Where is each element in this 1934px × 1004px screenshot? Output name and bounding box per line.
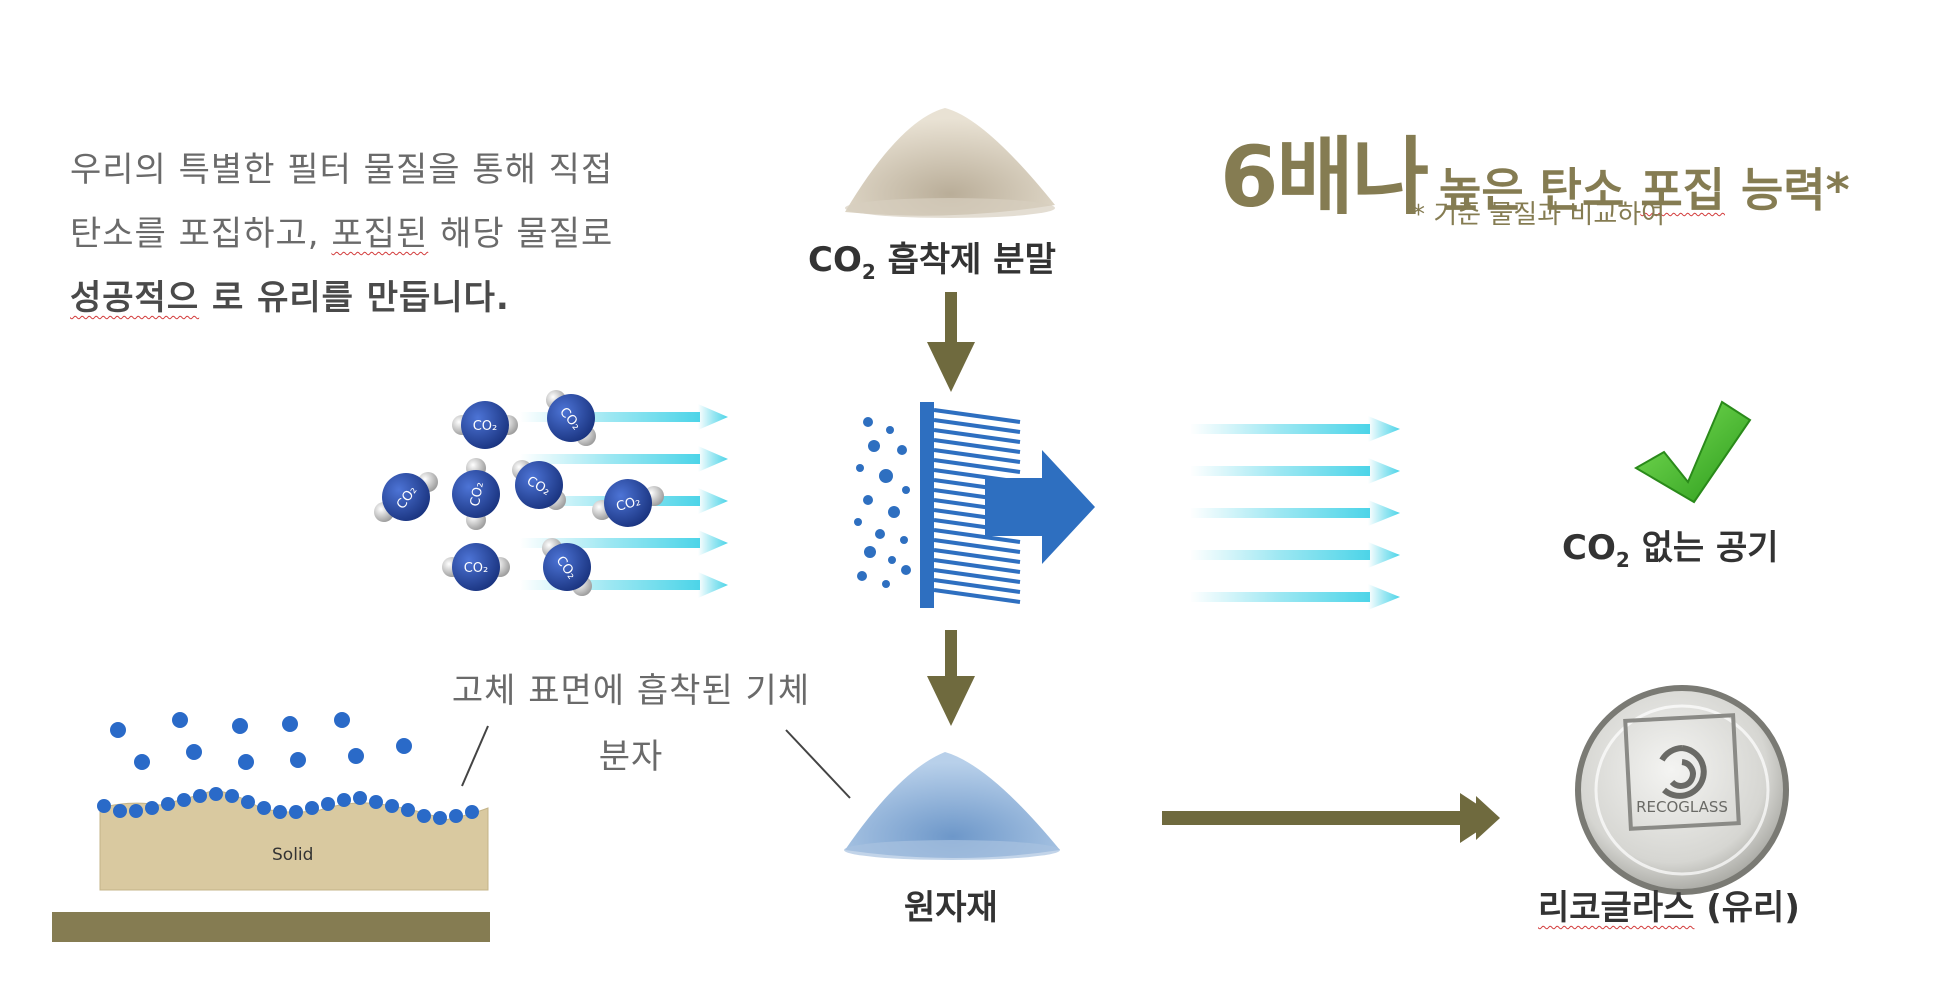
co2-molecule-icon: CO₂	[452, 458, 500, 530]
intro-text: 우리의 특별한 필터 물질을 통해 직접 탄소를 포집하고, 포집된 해당 물질…	[70, 138, 790, 330]
intro-line-3b: 로 유리를 만듭니다.	[199, 278, 510, 318]
checkmark-icon	[1634, 400, 1752, 504]
intro-line-2b: 포집된	[331, 214, 429, 254]
co2-molecule-icon: CO₂	[512, 460, 566, 510]
filter-icon	[854, 402, 1095, 608]
adsorption-line-1: 고체 표면에 흡착된 기체	[451, 671, 811, 711]
arrow-right-glass-icon	[1162, 793, 1500, 843]
air-stream-right-icon	[1190, 416, 1400, 610]
co2-molecule-icon: CO₂	[546, 390, 596, 446]
adsorption-illustration	[52, 712, 490, 942]
co2-molecule-label: CO₂	[468, 481, 487, 508]
headline-rest-a: 높은 탄소	[1439, 163, 1641, 217]
adsorption-caption: 고체 표면에 흡착된 기체 분자	[426, 658, 836, 790]
sorbent-sub: 2	[861, 259, 876, 284]
co2-molecule-icon: CO₂	[542, 538, 592, 596]
co2-molecules-icon: CO₂ CO₂ CO₂ CO₂ CO₂ CO₂ CO₂ CO₂	[374, 390, 664, 596]
co2-molecule-label: CO₂	[473, 419, 498, 434]
arrow-down-bottom-icon	[927, 630, 975, 726]
co2-molecule-label: CO₂	[464, 561, 489, 576]
co2-molecule-icon: CO₂	[442, 543, 510, 591]
co2-molecule-icon: CO₂	[374, 472, 438, 522]
sorbent-powder-caption: CO2 흡착제 분말	[808, 232, 1056, 284]
raw-material-caption: 원자재	[904, 888, 998, 928]
headline-rest-b: 포집	[1640, 163, 1725, 217]
leader-line-right	[785, 729, 851, 799]
sorbent-co: CO	[808, 240, 862, 280]
intro-line-2: 탄소를 포집하고, 포집된 해당 물질로	[70, 202, 790, 266]
air-sub: 2	[1615, 547, 1630, 572]
adsorption-line-2: 분자	[598, 737, 664, 777]
headline-rest: 높은 탄소 포집 능력*	[1439, 163, 1850, 217]
co2-molecule-icon: CO₂	[592, 479, 664, 527]
sorbent-text: 흡착제 분말	[875, 240, 1056, 280]
recoglass-name: 리코글라스	[1538, 888, 1695, 928]
co2-molecule-label: CO₂	[615, 494, 643, 515]
air-text: 없는 공기	[1629, 528, 1779, 568]
recoglass-paren: (유리)	[1694, 888, 1800, 928]
glass-coin-icon: RECOGLASS	[1575, 685, 1789, 895]
intro-line-2a: 탄소를 포집하고,	[70, 214, 332, 254]
headline-big: 6배나	[1220, 128, 1429, 226]
air-co: CO	[1562, 528, 1616, 568]
arrow-down-top-icon	[927, 292, 975, 392]
intro-line-2c: 해당 물질로	[428, 214, 614, 254]
recoglass-caption: 리코글라스 (유리)	[1538, 880, 1800, 929]
intro-line-1: 우리의 특별한 필터 물질을 통해 직접	[70, 150, 614, 190]
sorbent-powder-icon	[845, 108, 1055, 218]
co2-free-air-caption: CO2 없는 공기	[1562, 520, 1779, 572]
raw-material-powder-icon	[844, 752, 1060, 860]
intro-line-3a: 성공적으	[70, 278, 200, 318]
co2-molecule-icon: CO₂	[452, 401, 518, 449]
intro-line-3: 성공적으 로 유리를 만듭니다.	[70, 266, 790, 330]
coin-brand-text: RECOGLASS	[1636, 798, 1728, 816]
headline-rest-c: 능력*	[1724, 163, 1850, 217]
leader-line-left	[461, 725, 489, 787]
solid-label: Solid	[272, 845, 314, 865]
ground-bar	[52, 912, 490, 942]
headline-footnote: * 기준 물질과 비교하여	[1412, 200, 1666, 230]
